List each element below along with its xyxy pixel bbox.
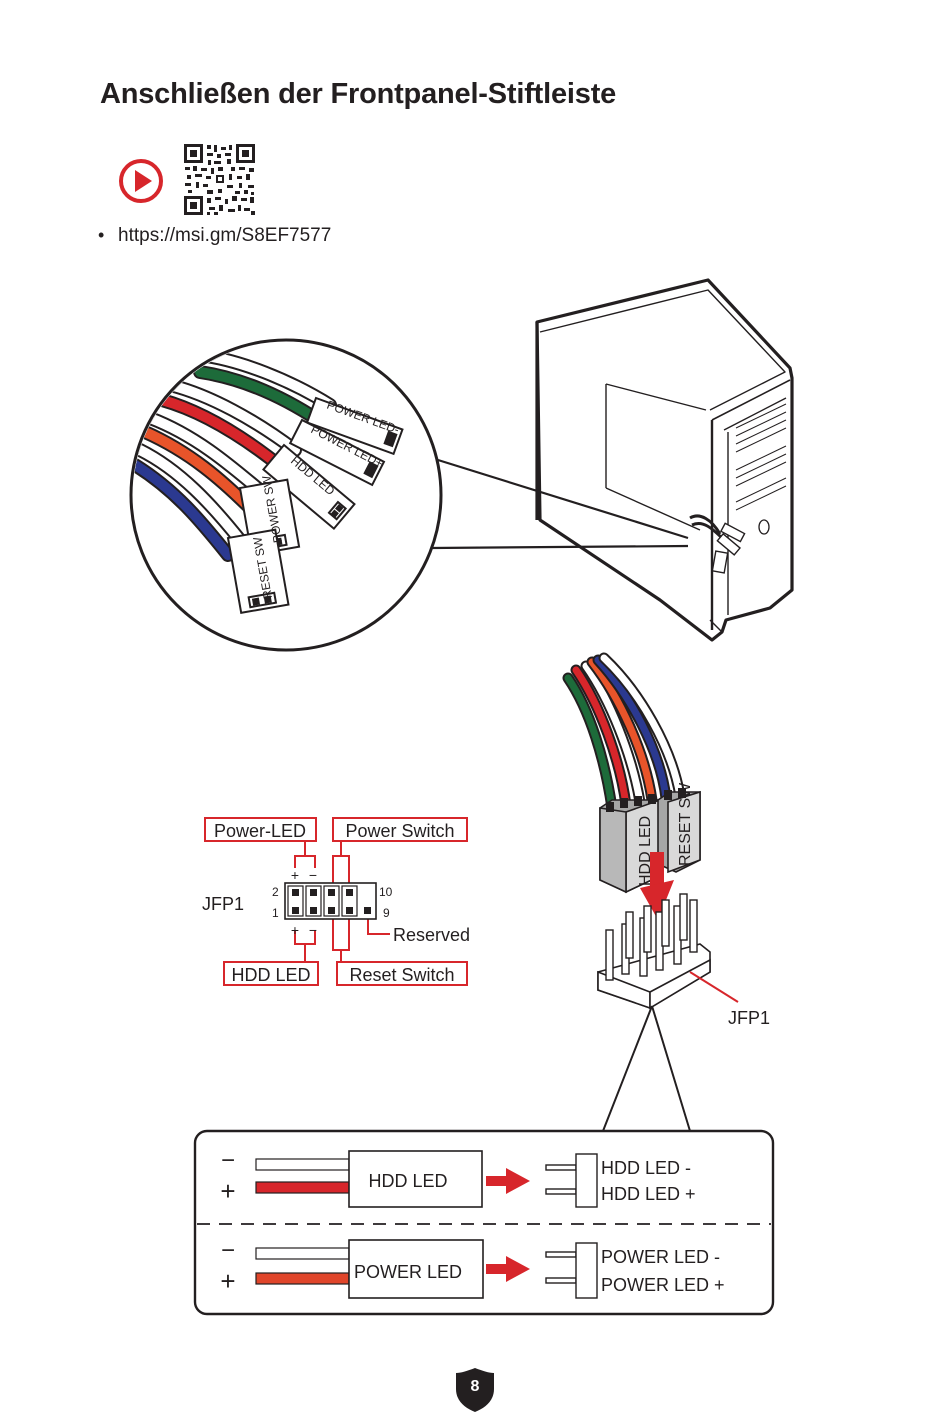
power-led-plus: + xyxy=(291,867,299,883)
jfp1-label: JFP1 xyxy=(202,894,244,914)
hdd-led-plug-label: HDD LED xyxy=(368,1171,447,1191)
hdd-led-label-box xyxy=(223,961,319,986)
pin-2-label: 2 xyxy=(272,885,279,899)
bullet: • xyxy=(98,225,105,245)
hdd-led-plus: + xyxy=(291,922,299,938)
plug-label-hdd-led: HDD LED xyxy=(637,816,654,886)
hdd-plus-sign: + xyxy=(220,1176,235,1206)
insert-arrow-icon xyxy=(640,852,674,920)
play-video-icon[interactable] xyxy=(118,158,164,204)
jfp1-pin-diagram: Power-LED Power Switch HDD LED Reset Swi… xyxy=(202,817,470,986)
link-row: • https://msi.gm/S8EF7577 xyxy=(98,225,331,247)
zoom-circle: POWER LED- POWER LED+ HDD LED POWER SW R… xyxy=(129,338,443,652)
power-led-minus: − xyxy=(309,867,317,883)
polarity-box: − + HDD LED HDD LED - HDD LED + − + POWE… xyxy=(193,1129,775,1316)
page-title: Anschließen der Frontpanel-Stiftleiste xyxy=(100,78,617,110)
pin-9-label: 9 xyxy=(383,906,390,920)
pc-case xyxy=(535,278,794,642)
power-switch-label-box xyxy=(332,817,468,842)
hdd-led-minus-pin: HDD LED - xyxy=(601,1158,691,1178)
reserved-label: Reserved xyxy=(393,925,470,945)
power-arrow-icon xyxy=(486,1256,530,1282)
reset-switch-label: Reset Switch xyxy=(349,965,454,985)
power-led-label-box xyxy=(204,817,317,842)
video-link[interactable]: https://msi.gm/S8EF7577 xyxy=(118,225,332,246)
hdd-led-plug xyxy=(348,1150,483,1208)
power-led-plus-pin: POWER LED + xyxy=(601,1275,725,1295)
page-number: 8 xyxy=(470,1378,480,1395)
hdd-led-plus-pin: HDD LED + xyxy=(601,1184,696,1204)
power-led-label: Power-LED xyxy=(214,821,306,841)
qr-code-icon xyxy=(183,143,256,216)
hdd-led-minus: − xyxy=(309,922,317,938)
page-number-badge xyxy=(456,1368,494,1412)
pin-10-label: 10 xyxy=(379,885,393,899)
case-cables xyxy=(689,514,746,574)
power-led-plug xyxy=(348,1239,484,1299)
hdd-minus-sign: − xyxy=(221,1147,235,1174)
pin-1-label: 1 xyxy=(272,906,279,920)
hdd-led-label: HDD LED xyxy=(231,965,310,985)
power-led-minus-pin: POWER LED - xyxy=(601,1247,720,1267)
zoom-callout-lines xyxy=(431,458,689,550)
power-led-plug-label: POWER LED xyxy=(354,1262,462,1282)
hdd-arrow-icon xyxy=(486,1168,530,1194)
jfp1-3d-label: JFP1 xyxy=(728,1008,770,1028)
plug-label-reset-sw: RESET SW xyxy=(677,782,694,866)
reset-switch-label-box xyxy=(336,961,468,986)
header-3d: HDD LED RESET SW JFP1 xyxy=(562,652,770,1132)
power-plus-sign: + xyxy=(220,1266,235,1296)
power-switch-label: Power Switch xyxy=(345,821,454,841)
power-minus-sign: − xyxy=(221,1237,235,1264)
